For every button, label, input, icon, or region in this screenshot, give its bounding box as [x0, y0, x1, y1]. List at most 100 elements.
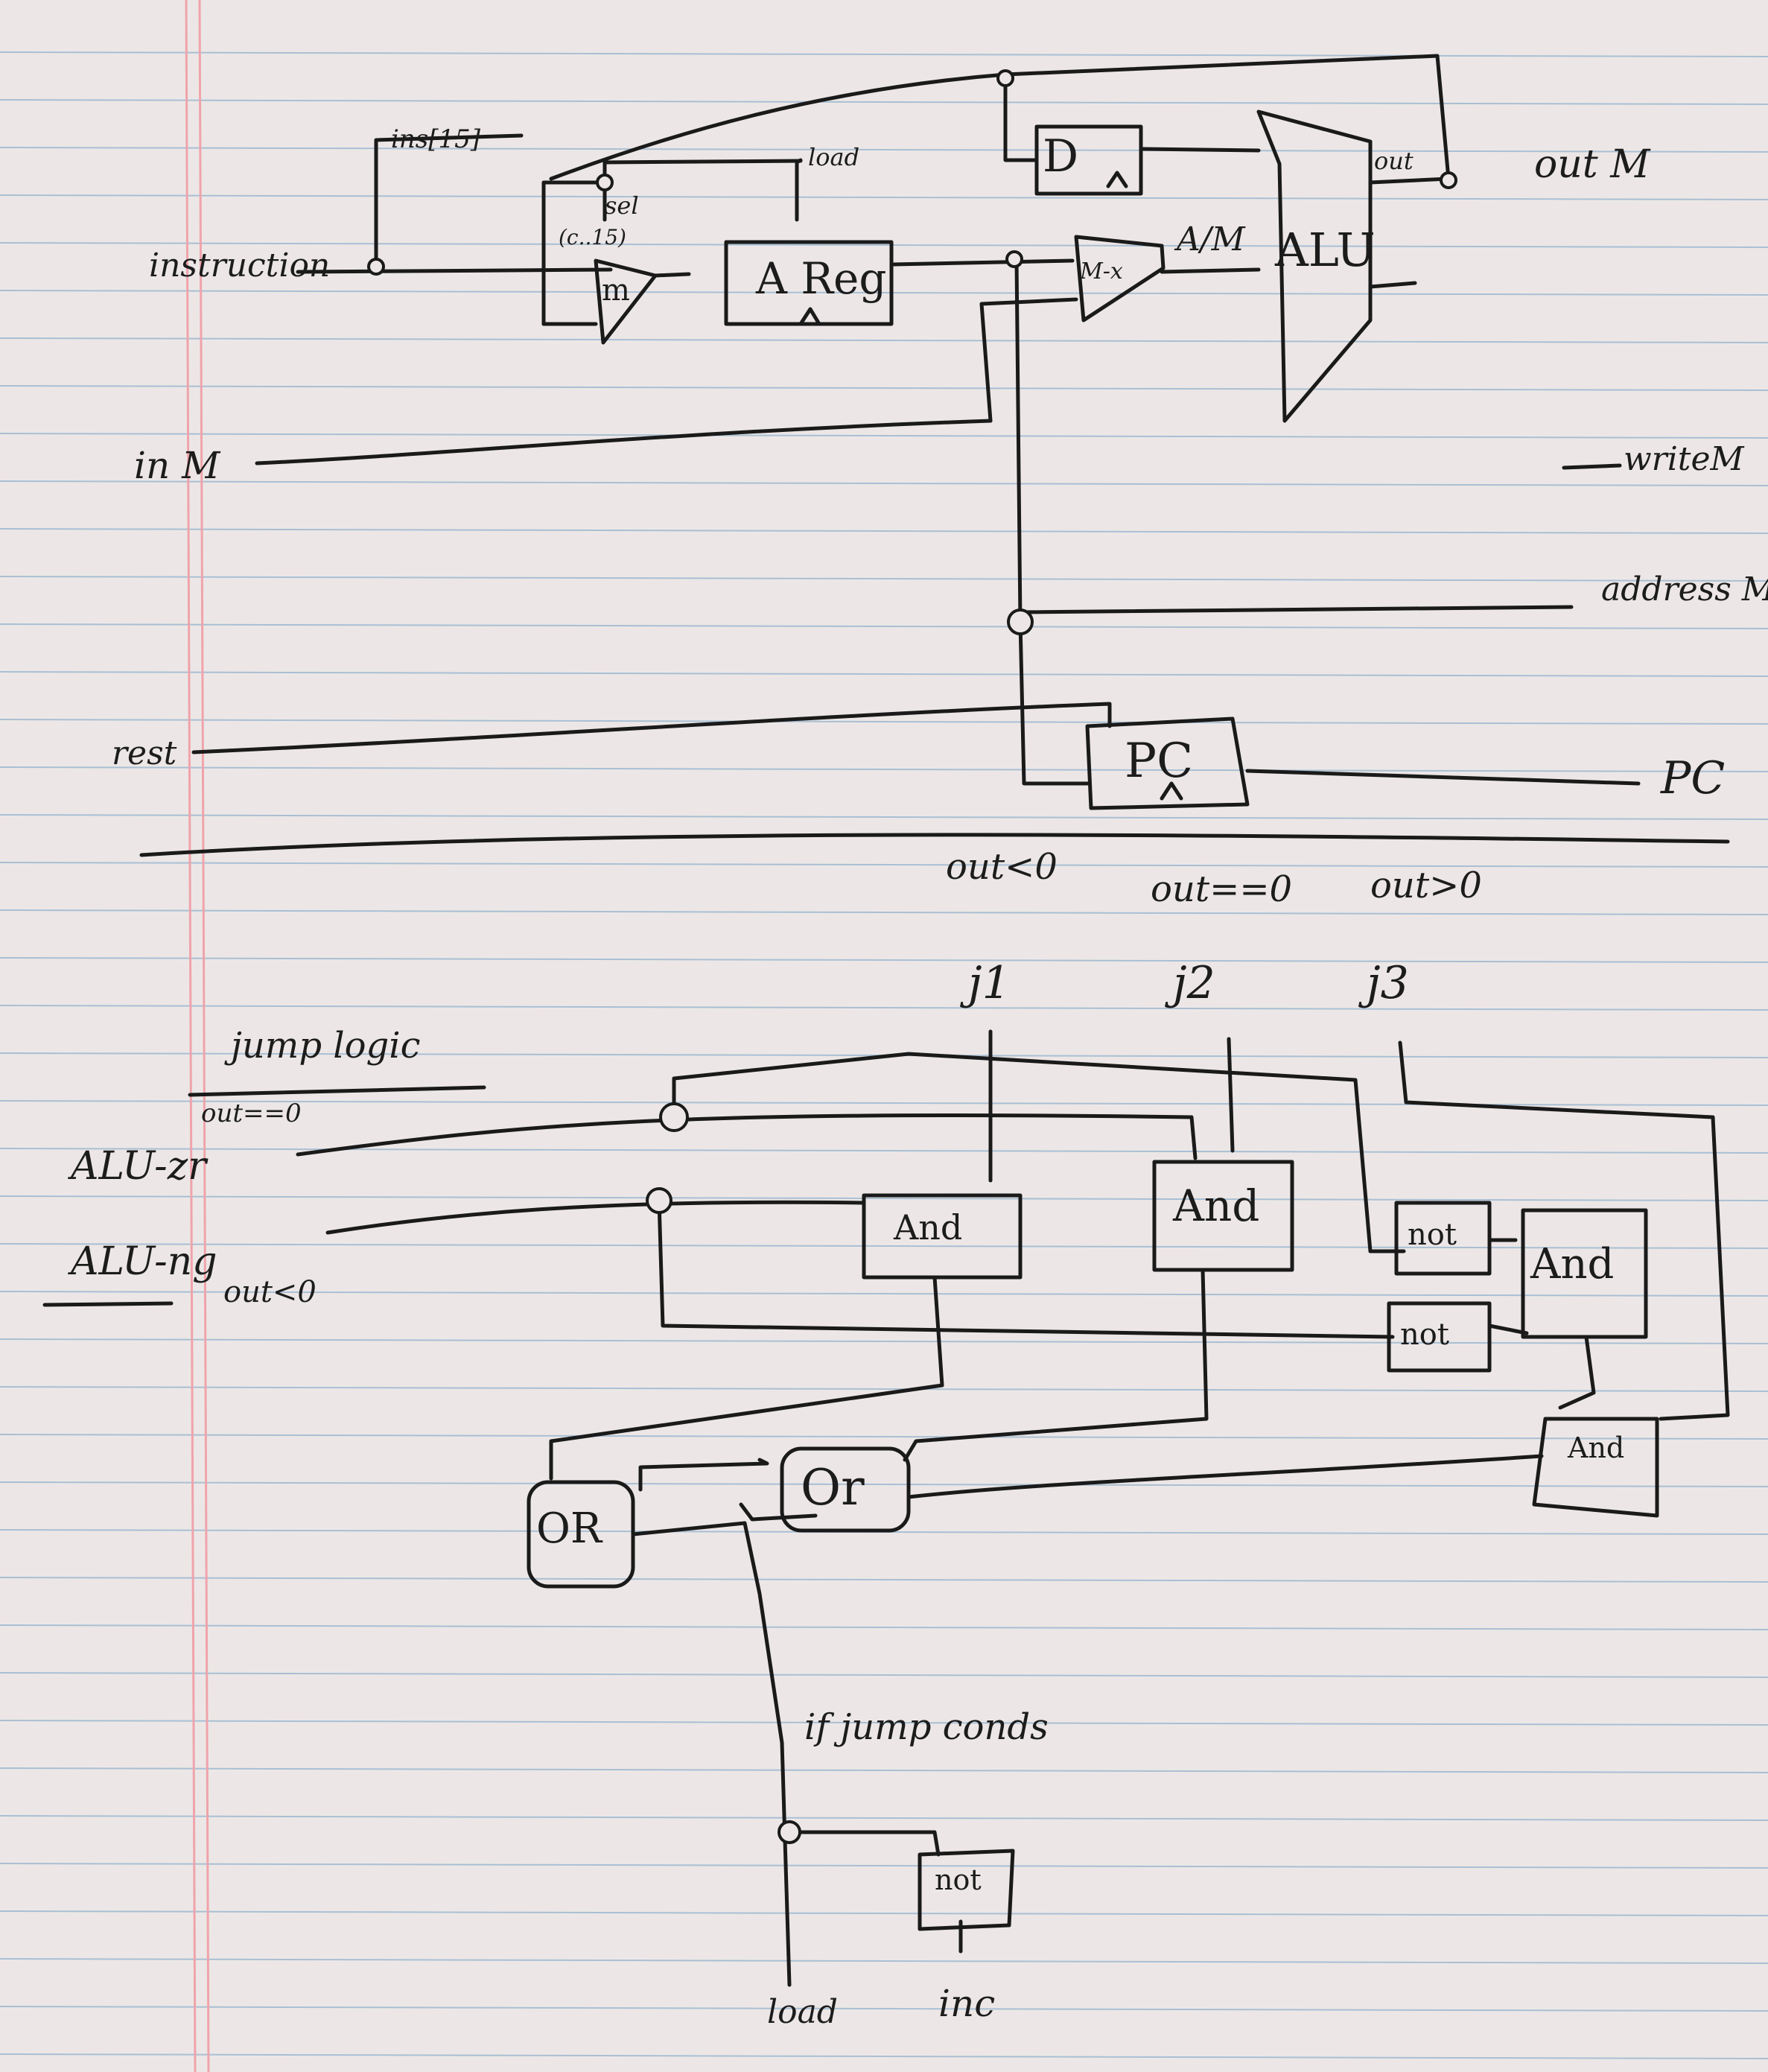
alu-label: ALU [1275, 223, 1376, 277]
ruled-line [0, 814, 1768, 820]
ruled-line [0, 909, 1768, 915]
ruled-line [0, 528, 1768, 534]
wire-alu-zr [296, 1113, 1198, 1160]
wire-alu-ng [325, 1200, 866, 1235]
input-reset-label: rest [112, 734, 177, 772]
and4-box [1532, 1417, 1659, 1518]
ruled-line [0, 242, 1768, 248]
and1-box [862, 1193, 1023, 1280]
ruled-line [0, 1958, 1768, 1964]
output-inc-label: inc [938, 1982, 996, 2025]
wire-load-out [631, 1521, 792, 1987]
wire-instruction [296, 267, 613, 274]
pc-box [1085, 716, 1250, 810]
wire-reset [191, 702, 1112, 754]
condition-gt-zero: out>0 [1370, 865, 1482, 906]
not1-box [1394, 1201, 1492, 1276]
condition-eq-zero: out==0 [1151, 868, 1293, 910]
ruled-line [0, 671, 1768, 677]
output-load-label: load [767, 1993, 838, 2031]
not3-box [918, 1849, 1015, 1931]
wire-j2 [1227, 1037, 1235, 1153]
ruled-line [0, 1386, 1768, 1392]
ruled-line [0, 1672, 1768, 1678]
mux-a-control-label: (c..15) [559, 225, 626, 250]
and4-label: And [1568, 1431, 1625, 1464]
ruled-line [0, 862, 1768, 868]
mux-am-label: M-x [1080, 258, 1123, 285]
alu-zr-label: ALU-zr [71, 1144, 206, 1189]
wire-mux-feedback [541, 180, 609, 326]
ruled-line [0, 1148, 1768, 1154]
wire-d-alu [1141, 147, 1261, 153]
or1-label: OR [536, 1504, 602, 1553]
ruled-line [0, 194, 1768, 200]
ruled-line [0, 337, 1768, 343]
wire-load [795, 158, 803, 222]
ruled-line [0, 623, 1768, 629]
ruled-line [0, 1195, 1768, 1201]
ruled-line [0, 1577, 1768, 1583]
mux-a-label: m [602, 273, 630, 308]
alu-ng-label: ALU-ng [71, 1239, 217, 1284]
ruled-line [0, 766, 1768, 772]
and2-box [1152, 1160, 1294, 1272]
not3-label: not [935, 1863, 982, 1896]
ruled-line [0, 957, 1768, 963]
and2-label: And [1173, 1180, 1260, 1231]
mux-a-shape [594, 258, 658, 345]
margin-line-2 [198, 0, 210, 2072]
ruled-line [0, 1624, 1768, 1630]
ruled-line [0, 1338, 1768, 1344]
mux-am-shape [1074, 235, 1166, 322]
output-writeM-label: writeM [1624, 440, 1744, 478]
not1-label: not [1408, 1218, 1457, 1252]
ruled-line [0, 1720, 1768, 1726]
alu-shape [1256, 109, 1373, 423]
jump-wiring [42, 1029, 1730, 1987]
wire-inM [255, 419, 993, 465]
jump-bit-j2: j2 [1173, 957, 1215, 1009]
wire-muxam-alu [1160, 267, 1261, 274]
mux-a-select-label: sel [605, 191, 639, 220]
output-addressM-label: address M [1601, 571, 1768, 608]
input-instruction-label: instruction [149, 247, 331, 285]
ruled-line [0, 1291, 1768, 1297]
not2-label: not [1400, 1318, 1449, 1352]
wire-pc-out [1245, 769, 1641, 786]
jump-bit-j3: j3 [1367, 957, 1409, 1009]
ruled-line [0, 576, 1768, 582]
ruled-line [0, 2006, 1768, 2012]
or1-box [527, 1480, 635, 1589]
not2-box [1387, 1301, 1492, 1373]
a-register-box [724, 240, 894, 326]
ruled-line [0, 1481, 1768, 1487]
ruled-line [0, 385, 1768, 391]
alu-zr-note: out==0 [201, 1099, 302, 1128]
ruled-line [0, 99, 1768, 105]
alu-out-label: out [1374, 147, 1414, 175]
ruled-line [0, 1910, 1768, 1916]
pc-label: PC [1125, 734, 1194, 789]
and1-label: And [894, 1207, 963, 1248]
ruled-line [0, 1815, 1768, 1821]
jump-bit-j1: j1 [968, 957, 1011, 1009]
jump-title-underline [188, 1085, 486, 1097]
alu-ng-note: out<0 [223, 1275, 317, 1309]
ruled-line [0, 1005, 1768, 1011]
a-register-load-label: load [808, 143, 860, 171]
and3-label: And [1530, 1240, 1615, 1288]
ruled-line [0, 719, 1768, 725]
mux-am-output-label: A/M [1177, 220, 1245, 258]
ruled-line [0, 480, 1768, 486]
wire-alu-out [1368, 177, 1451, 185]
ruled-line [0, 1434, 1768, 1440]
and3-box [1521, 1208, 1648, 1339]
wire-pc-in [1018, 620, 1090, 786]
output-outM-label: out M [1534, 142, 1650, 187]
or2-label: Or [801, 1459, 865, 1516]
ruled-line [0, 2053, 1768, 2059]
margin-line [185, 0, 197, 2072]
